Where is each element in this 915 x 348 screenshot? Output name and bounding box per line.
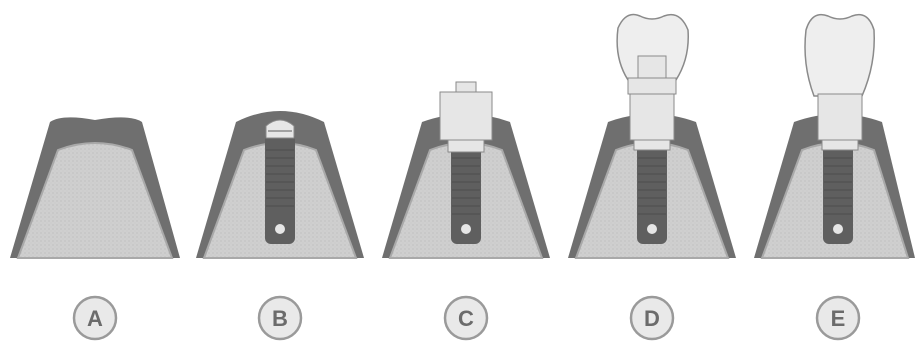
panel-e: [754, 15, 915, 258]
implant-fixture: [451, 140, 481, 244]
healing-abutment: [440, 82, 492, 152]
implant-fixture: [265, 120, 295, 244]
crown: [805, 15, 874, 96]
label-e-text: E: [831, 306, 846, 331]
abutment: [818, 94, 862, 150]
panel-d: [568, 15, 736, 259]
implant-fixture: [823, 140, 853, 244]
label-c-text: C: [458, 306, 474, 331]
label-badge-e: E: [817, 297, 859, 339]
label-badge-a: A: [74, 297, 116, 339]
label-badge-b: B: [259, 297, 301, 339]
label-a-text: A: [87, 306, 103, 331]
label-badge-d: D: [631, 297, 673, 339]
label-badge-c: C: [445, 297, 487, 339]
label-b-text: B: [272, 306, 288, 331]
panel-b: [196, 111, 364, 258]
panel-a: [10, 117, 180, 258]
label-d-text: D: [644, 306, 660, 331]
implant-fixture: [637, 140, 667, 244]
panel-c: [382, 82, 550, 258]
